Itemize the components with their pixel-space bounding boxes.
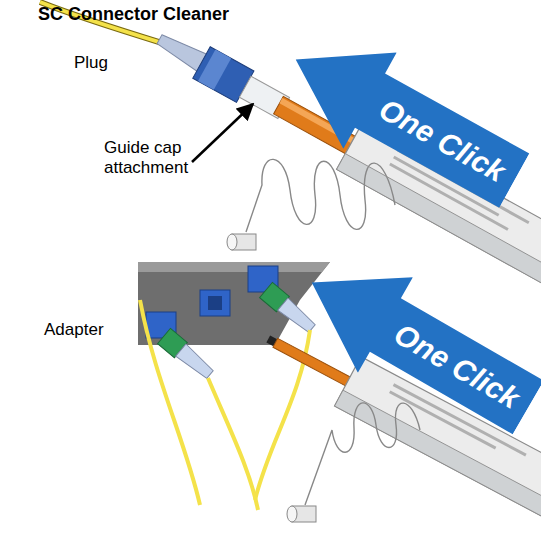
plug-in-adapter [158, 328, 217, 382]
plug-cleaner-group [146, 15, 541, 286]
dust-cap-end [227, 234, 237, 250]
tether-coil [305, 403, 420, 505]
dust-cap-end [287, 506, 297, 522]
fiber [208, 378, 258, 510]
arrow-fill [269, 11, 541, 228]
arrow-fill [284, 235, 541, 455]
title: SC Connector Cleaner [38, 4, 229, 25]
sc-plug-highlight [198, 50, 231, 90]
fiber [140, 300, 200, 505]
plug-boot [176, 344, 215, 381]
part-label: Guide cap attachment [104, 138, 224, 178]
part-label: Adapter [44, 320, 144, 340]
panel-top [138, 262, 330, 272]
adapter-port [208, 296, 222, 310]
adapter [200, 290, 230, 316]
part-label: Plug [74, 53, 154, 73]
dust-cap [227, 234, 256, 250]
tether-coil [246, 159, 395, 232]
plug-boot [278, 298, 317, 335]
leader-arrow [192, 104, 253, 162]
dust-cap [287, 506, 316, 522]
orange-tube [273, 338, 354, 387]
plug-in-adapter [260, 282, 319, 336]
